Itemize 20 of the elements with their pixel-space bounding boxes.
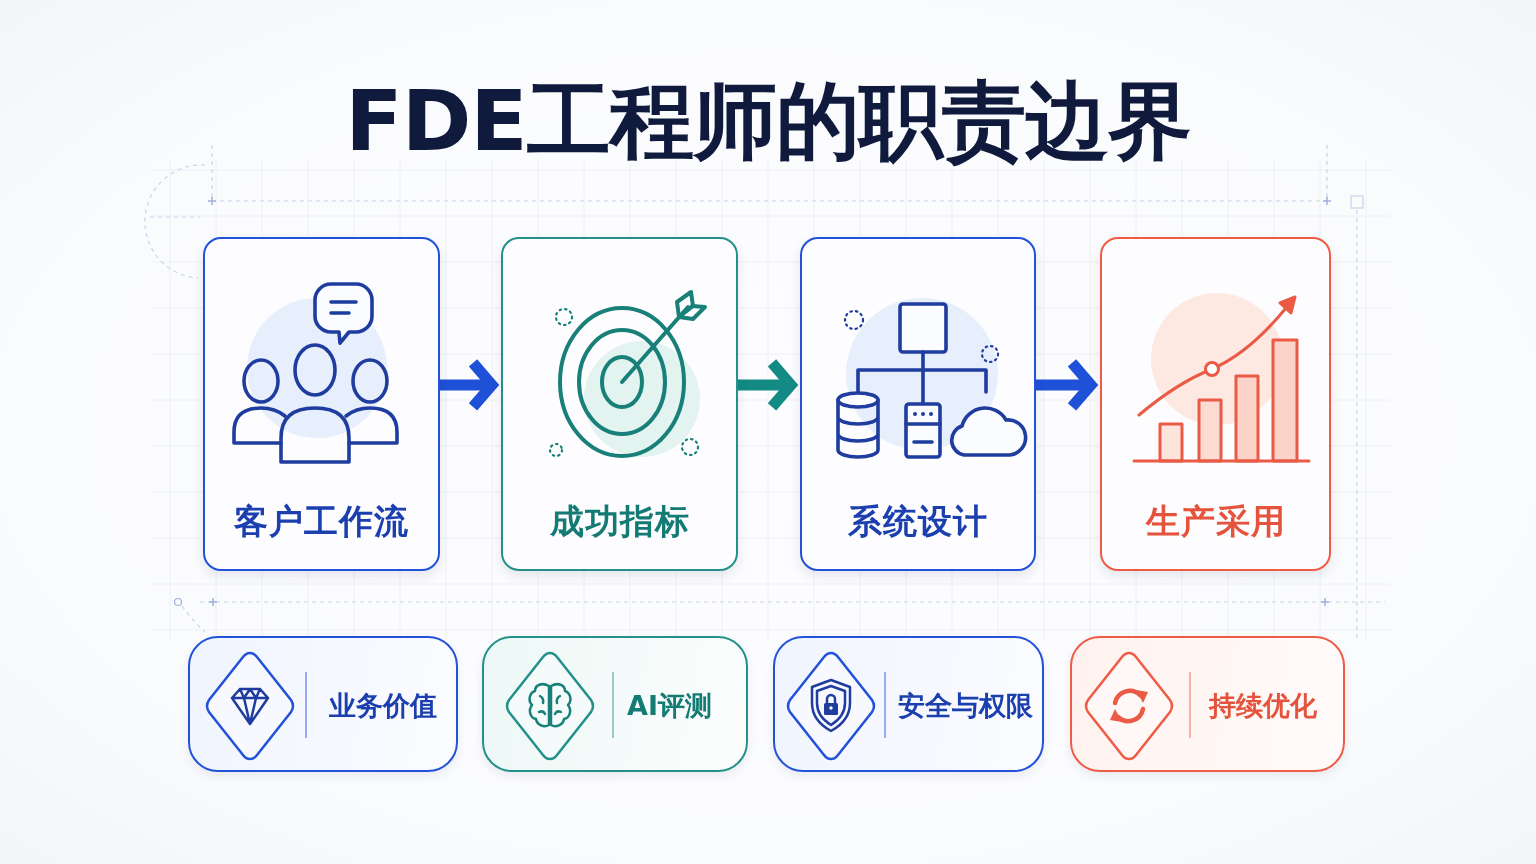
feature-card xyxy=(188,636,458,772)
feature-label: 持续优化 xyxy=(1209,689,1317,723)
card-label: 生产采用 xyxy=(1145,500,1286,542)
title: FDE工程师的职责边界 xyxy=(345,72,1191,170)
arrow xyxy=(738,357,797,413)
arrow xyxy=(1036,357,1097,413)
card-label: 系统设计 xyxy=(848,500,988,542)
card-label: 成功指标 xyxy=(549,500,690,542)
feature-label: 业务价值 xyxy=(329,689,437,723)
feature-label: 安全与权限 xyxy=(898,689,1033,723)
feature-card xyxy=(1070,636,1345,772)
step-card xyxy=(501,237,738,571)
card-label: 客户工作流 xyxy=(234,500,409,542)
arrow xyxy=(440,357,498,413)
step-card xyxy=(1100,237,1331,571)
step-card xyxy=(800,237,1036,571)
step-card xyxy=(203,237,440,571)
feature-card xyxy=(482,636,748,772)
feature-label: AI评测 xyxy=(627,689,712,723)
feature-card xyxy=(773,636,1044,772)
